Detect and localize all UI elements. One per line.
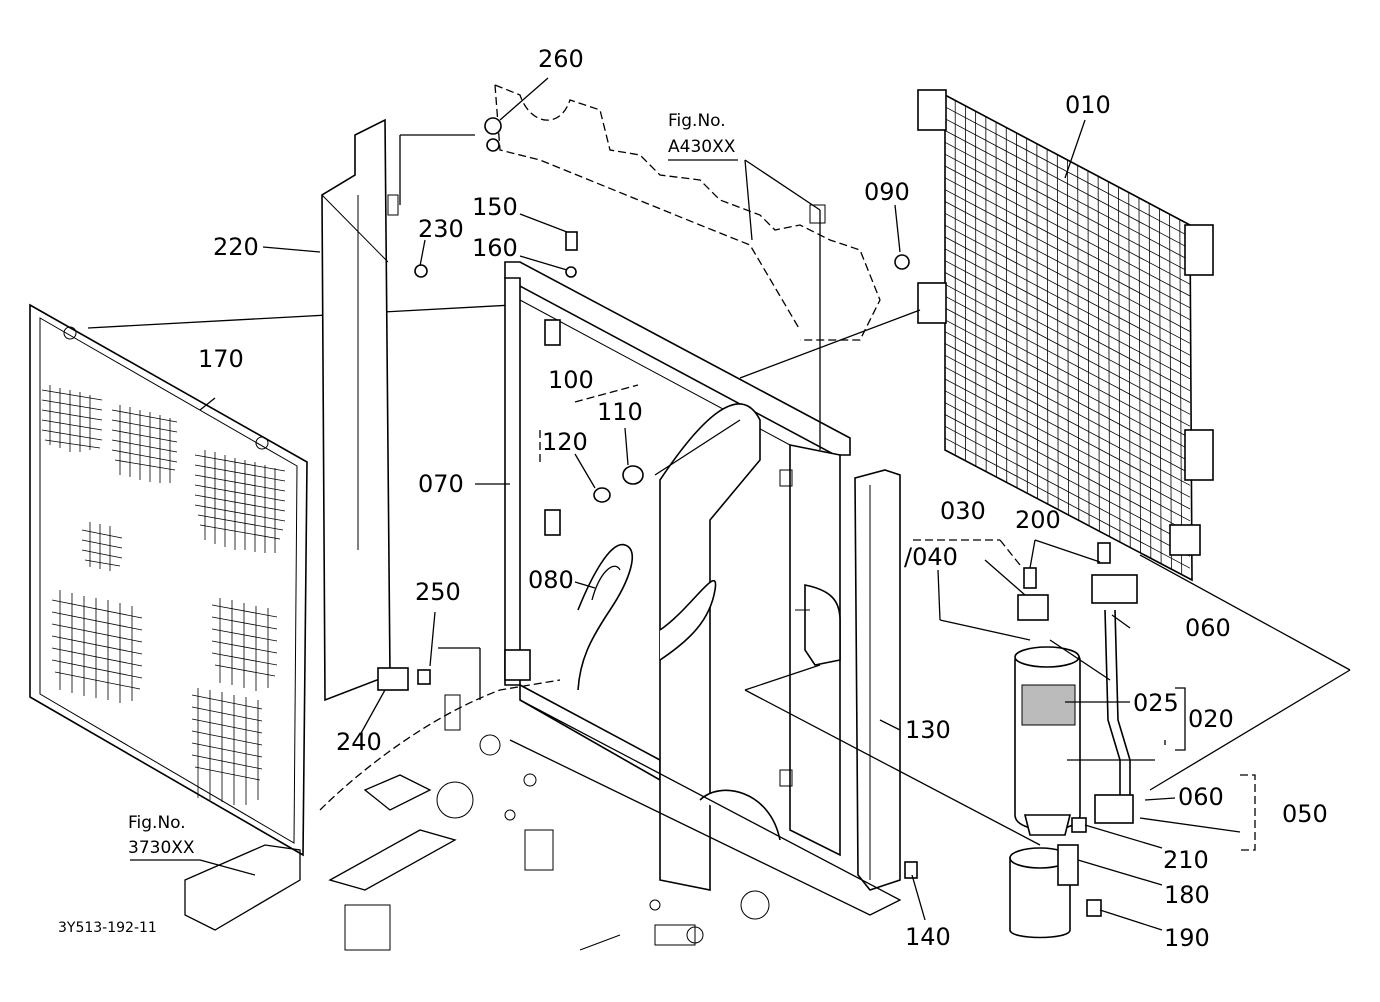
- pipe-assembly: [1017, 542, 1138, 824]
- hose-080: [577, 543, 633, 691]
- label-210: 210: [1163, 846, 1209, 874]
- label-020: 020: [1188, 705, 1234, 733]
- fig-ref-3730-title: Fig.No.: [128, 813, 186, 833]
- label-130: 130: [905, 716, 951, 744]
- fig-ref-a430-number: A430XX: [668, 137, 736, 157]
- label-250: 250: [415, 578, 461, 606]
- label-190: 190: [1164, 924, 1210, 952]
- upper-bracket: [494, 84, 881, 341]
- label-120: 120: [542, 428, 588, 456]
- label-230: 230: [418, 215, 464, 243]
- condenser-010: [917, 89, 1214, 582]
- label-220: 220: [213, 233, 259, 261]
- label-010: 010: [1065, 91, 1111, 119]
- label-050: 050: [1282, 800, 1328, 828]
- label-030: 030: [940, 497, 986, 525]
- label-160: 160: [472, 234, 518, 262]
- label-240: 240: [336, 728, 382, 756]
- label-060-upper: 060: [1185, 614, 1231, 642]
- label-060-lower: 060: [1178, 783, 1224, 811]
- receiver-drier-025: [1014, 646, 1081, 836]
- leader-lines: [130, 77, 1351, 931]
- label-100: 100: [548, 366, 594, 394]
- label-040: /040: [904, 543, 958, 571]
- label-200: 200: [1015, 506, 1061, 534]
- label-070: 070: [418, 470, 464, 498]
- mesh-screen-170: [29, 303, 308, 857]
- part-labels: 010 020 025 030 /040 050 060 060 070 080…: [198, 45, 1328, 952]
- label-080: 080: [528, 566, 574, 594]
- fig-ref-a430-title: Fig.No.: [668, 111, 726, 131]
- label-180: 180: [1164, 881, 1210, 909]
- fig-ref-3730-number: 3730XX: [128, 838, 195, 858]
- label-260: 260: [538, 45, 584, 73]
- label-150: 150: [472, 193, 518, 221]
- main-frame-070: [504, 261, 851, 891]
- screen-to-frame-link-line: [87, 304, 513, 329]
- label-170: 170: [198, 345, 244, 373]
- label-140: 140: [905, 923, 951, 951]
- hardware: [377, 117, 1102, 917]
- figure-references: Fig.No. A430XX Fig.No. 3730XX: [128, 111, 736, 858]
- drawing-code: 3Y513-192-11: [58, 920, 157, 936]
- label-090: 090: [864, 178, 910, 206]
- label-025: 025: [1133, 689, 1179, 717]
- support-bar-130: [854, 469, 901, 891]
- label-110: 110: [597, 398, 643, 426]
- drier-bracket-180: [1009, 844, 1079, 939]
- seal-panel-220: [321, 118, 399, 702]
- base-plate: [184, 679, 902, 951]
